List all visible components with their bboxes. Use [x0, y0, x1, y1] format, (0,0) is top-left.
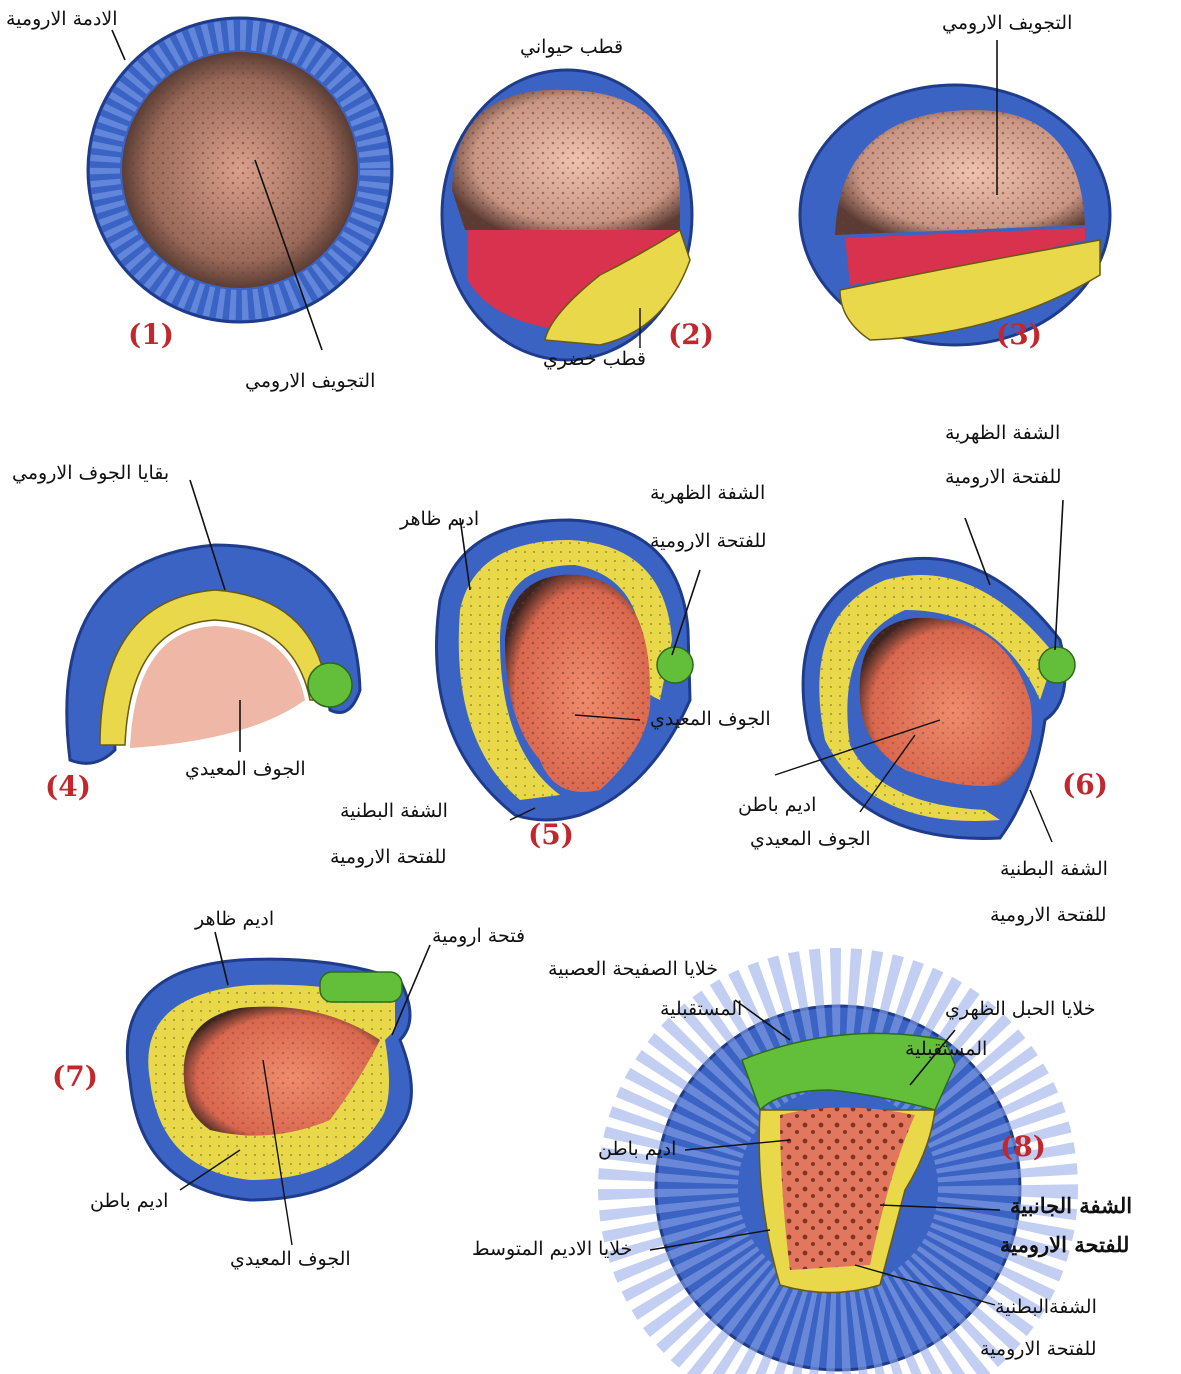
stage-3-blastula: [800, 40, 1110, 345]
s6-archenteron-label: الجوف المعيدي: [750, 828, 871, 851]
s5-archenteron-label: الجوف المعيدي: [650, 708, 771, 731]
s8-lateral-lip-label-2: للفتحة الارومية: [1000, 1232, 1129, 1257]
s8-mesoderm-label: خلايا الاديم المتوسط: [472, 1238, 632, 1261]
s5-dorsal-lip-label: الشفة الظهرية: [650, 482, 765, 505]
s6-number: (6): [1062, 768, 1108, 801]
s8-notochord-label-2: المستقبلية: [905, 1038, 987, 1061]
stage-5-gastrula: [437, 518, 700, 820]
s8-neural-plate-label: خلايا الصفيحة العصبية: [548, 958, 718, 981]
s7-archenteron-label: الجوف المعيدي: [230, 1248, 351, 1271]
s4-number: (4): [45, 770, 91, 803]
s7-endoderm-label: اديم باطن: [90, 1190, 168, 1213]
s8-neural-plate-label-2: المستقبلية: [660, 998, 742, 1021]
s7-ectoderm-label: اديم ظاهر: [195, 908, 274, 931]
s6-ventral-lip-label-2: للفتحة الارومية: [990, 904, 1106, 927]
s8-lateral-lip-label: الشفة الجانبية: [1010, 1193, 1132, 1218]
s8-ventral-lip-label-2: للفتحة الارومية: [980, 1338, 1096, 1361]
s2-vegetal-pole-label: قطب خضري: [543, 348, 646, 371]
s4-blastocoel-remnant-label: بقايا الجوف الارومي: [12, 462, 169, 485]
s1-blastoderm-label: الادمة الارومية: [6, 8, 118, 31]
s6-ventral-lip-label: الشفة البطنية: [1000, 858, 1108, 881]
stage-7-gastrula: [127, 932, 430, 1245]
s5-dorsal-lip-label-2: للفتحة الارومية: [650, 530, 766, 553]
s5-ventral-lip-label: الشفة البطنية: [340, 800, 448, 823]
s3-number: (3): [996, 318, 1042, 351]
s8-ventral-lip-label: الشفةالبطنية: [995, 1296, 1097, 1319]
s3-blastocoel-label: التجويف الارومي: [942, 12, 1072, 35]
s8-number: (8): [1000, 1130, 1046, 1163]
s5-number: (5): [528, 818, 574, 851]
s6-endoderm-label: اديم باطن: [738, 794, 816, 817]
stage-6-gastrula: [775, 500, 1075, 842]
s6-dorsal-lip-label-2: للفتحة الارومية: [945, 466, 1061, 489]
s7-blastopore-label: فتحة ارومية: [432, 925, 525, 948]
s1-blastocoel-label: التجويف الارومي: [245, 370, 375, 393]
s7-number: (7): [52, 1060, 98, 1093]
s8-notochord-label: خلايا الحبل الظهري: [945, 998, 1095, 1021]
s2-animal-pole-label: قطب حيواني: [520, 36, 623, 59]
s8-endoderm-label: اديم باطن: [598, 1138, 676, 1161]
s6-dorsal-lip-label: الشفة الظهرية: [945, 422, 1060, 445]
stage-1-blastula: [88, 18, 392, 350]
s5-ventral-lip-label-2: للفتحة الارومية: [330, 846, 446, 869]
s1-number: (1): [128, 318, 174, 351]
s2-number: (2): [668, 318, 714, 351]
s4-archenteron-label: الجوف المعيدي: [185, 758, 306, 781]
s5-ectoderm-label: اديم ظاهر: [400, 508, 479, 531]
stage-4-gastrula: [67, 480, 360, 763]
stage-2-blastula: [442, 70, 692, 360]
